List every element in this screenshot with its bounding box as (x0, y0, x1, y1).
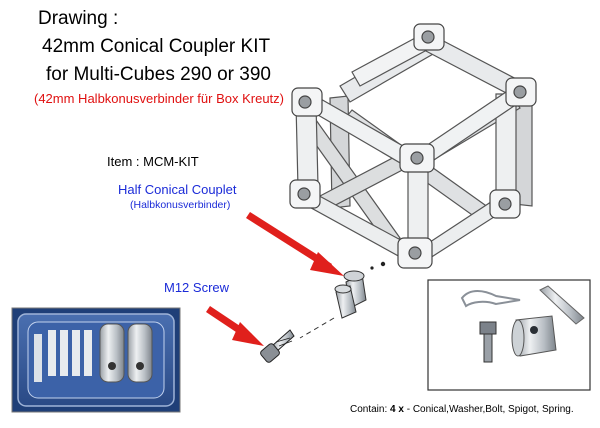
title-line-3: for Multi-Cubes 290 or 390 (46, 64, 271, 85)
arrow-to-conical (246, 212, 344, 276)
title-line-2: 42mm Conical Coupler KIT (42, 36, 271, 57)
half-conical-couplet (334, 270, 367, 319)
spacer-dots (370, 261, 386, 270)
contents-caption: Contain: 4 x - Conical,Washer,Bolt, Spig… (350, 404, 574, 415)
title-line-1: Drawing : (38, 8, 119, 29)
contents-count: 4 x (390, 404, 404, 415)
item-label: Item : MCM-KIT (107, 154, 199, 169)
half-conical-label-german: (Halbkonusverbinder) (130, 199, 231, 211)
kit-package-photo (11, 307, 181, 413)
m12-screw-label: M12 Screw (164, 280, 230, 295)
arrow-to-screw (206, 306, 264, 346)
axis-line (299, 317, 335, 339)
half-conical-label: Half Conical Couplet (118, 182, 237, 197)
contents-list: - Conical,Washer,Bolt, Spigot, Spring. (406, 404, 574, 415)
subtitle-german: (42mm Halbkonusverbinder für Box Kreutz) (34, 91, 284, 106)
contents-prefix: Contain: (350, 404, 388, 415)
loose-parts-photo (427, 279, 591, 391)
cube-nodes (289, 23, 537, 269)
cube-truss (295, 29, 533, 259)
m12-screw (260, 329, 295, 363)
